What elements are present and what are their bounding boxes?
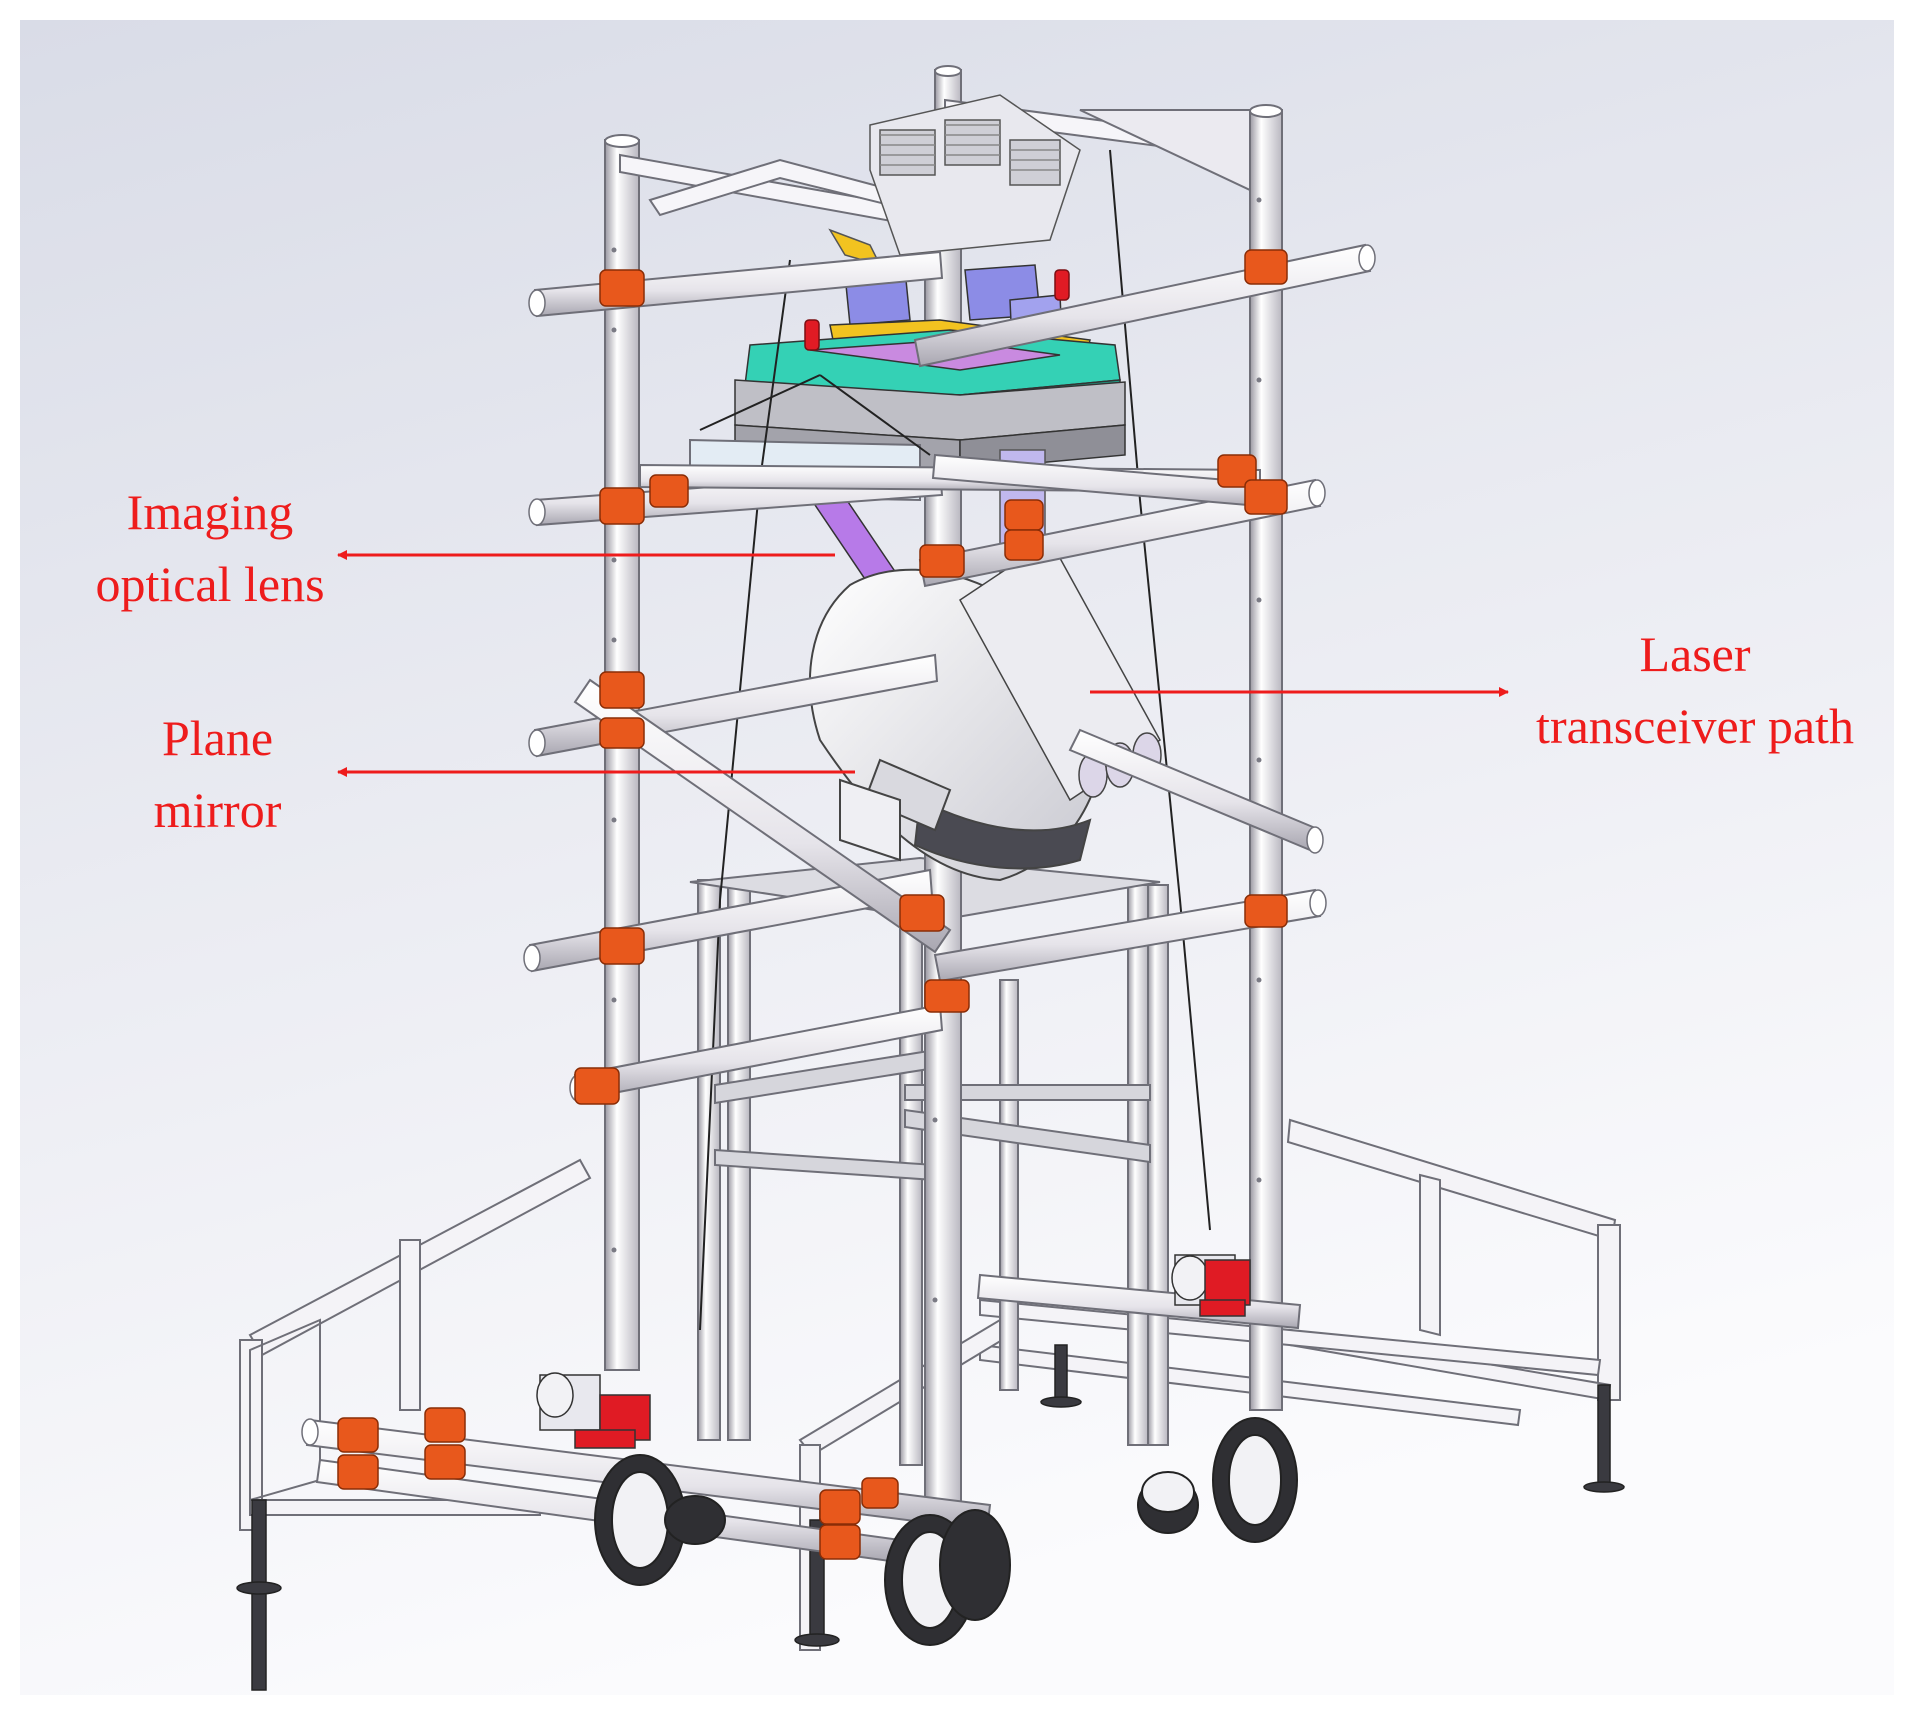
label-plane-mirror: Plane mirror [95, 702, 340, 846]
label-mirror-line-1: Plane [161, 710, 274, 766]
orange-clamps [337, 249, 1288, 1560]
label-imaging-line-2: optical lens [95, 556, 325, 612]
label-laser-transceiver-path: Laser transceiver path [1495, 618, 1895, 762]
lifting-hooks [804, 269, 1070, 351]
label-imaging-line-1: Imaging [126, 484, 294, 540]
pole-right [1249, 109, 1283, 1411]
drive-motors [536, 1254, 1251, 1449]
label-mirror-line-2: mirror [153, 782, 282, 838]
suspension-cables [699, 149, 1211, 1331]
pole-holes [611, 197, 1262, 1303]
top-truss [619, 98, 1251, 230]
caster-wheels [594, 1417, 1298, 1646]
stand-rungs [714, 1048, 1151, 1182]
top-mechanism [828, 94, 1081, 267]
label-imaging-optical-lens: Imaging optical lens [60, 476, 360, 620]
annotation-arrows [337, 550, 1509, 777]
label-laser-line-2: transceiver path [1536, 698, 1854, 754]
label-laser-line-1: Laser [1639, 626, 1751, 682]
tube-caps [301, 244, 1376, 1446]
pole-left [604, 139, 640, 1371]
